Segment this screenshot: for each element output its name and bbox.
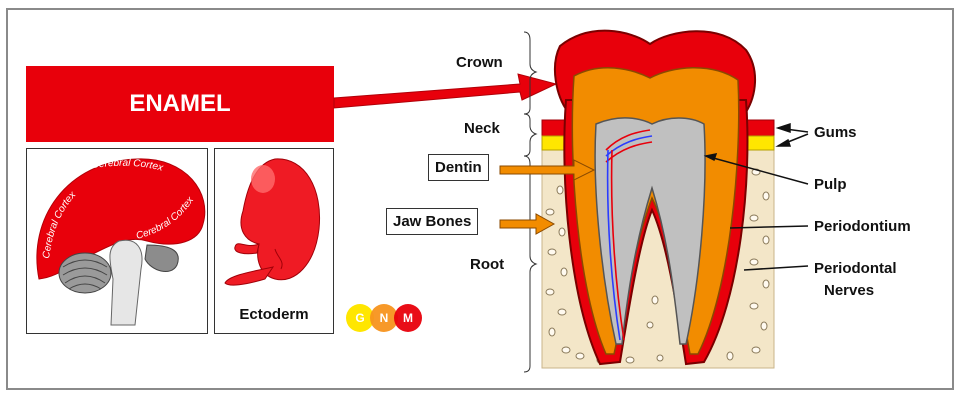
jaw-bones-label: Jaw Bones bbox=[386, 208, 479, 235]
brain-illustration: Cerebral Cortex Cerebral Cortex Cerebral… bbox=[36, 158, 206, 326]
embryo-cord bbox=[274, 248, 283, 270]
temporal-shape bbox=[144, 244, 179, 273]
jaw-bones-arrow bbox=[499, 213, 556, 235]
embryo-head-shade bbox=[251, 165, 275, 193]
pulp-layer bbox=[594, 117, 706, 345]
pulp-label: Pulp bbox=[814, 176, 847, 193]
periodontal-nerves-label: Periodontal Nerves bbox=[814, 258, 897, 302]
neck-label: Neck bbox=[464, 120, 500, 137]
gums-label: Gums bbox=[814, 124, 857, 141]
label-connectors bbox=[703, 122, 809, 271]
brainstem-shape bbox=[109, 239, 143, 326]
bone-specks bbox=[545, 166, 770, 364]
cerebellum-shape bbox=[58, 252, 112, 294]
embryo-panel: Ectoderm bbox=[214, 148, 334, 334]
periodontium-label: Periodontium bbox=[814, 218, 911, 235]
tooth-region-braces bbox=[523, 31, 538, 373]
embryo-illustration bbox=[224, 158, 321, 286]
enamel-arrow bbox=[333, 73, 558, 109]
dentin-label: Dentin bbox=[428, 154, 489, 181]
root-label: Root bbox=[470, 256, 505, 273]
embryo-leg bbox=[224, 266, 275, 286]
periodontal-nerves-line2: Nerves bbox=[824, 282, 875, 299]
enamel-banner: ENAMEL bbox=[26, 66, 334, 142]
ectoderm-label: Ectoderm bbox=[239, 306, 309, 323]
dentin-arrow bbox=[499, 159, 596, 181]
crown-label: Crown bbox=[456, 54, 503, 71]
brain-panel: Cerebral Cortex Cerebral Cortex Cerebral… bbox=[26, 148, 208, 334]
embryo-arm bbox=[234, 243, 260, 255]
enamel-title: ENAMEL bbox=[129, 90, 231, 117]
pulp-vessels bbox=[605, 129, 653, 341]
periodontal-nerves-line1: Periodontal bbox=[814, 260, 897, 277]
